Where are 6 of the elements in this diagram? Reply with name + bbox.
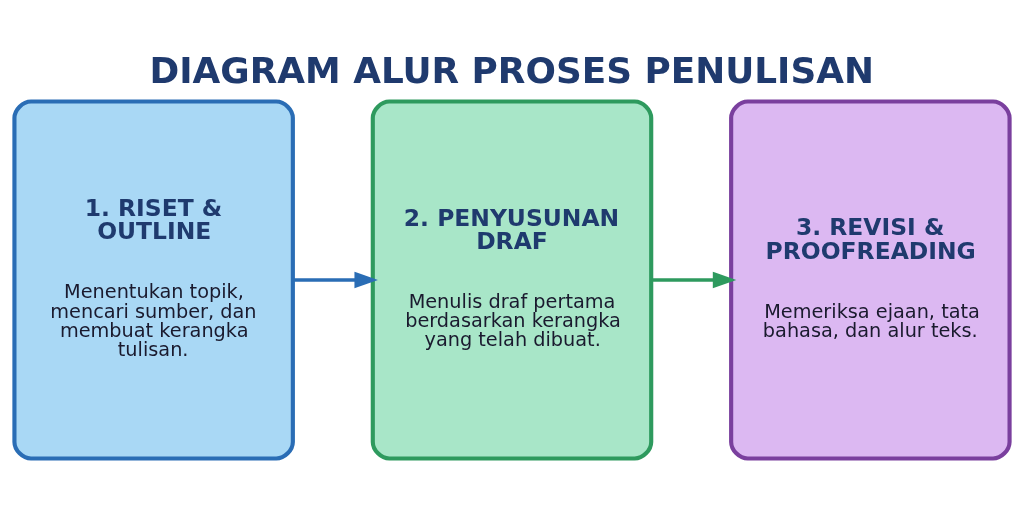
diagram-title: DIAGRAM ALUR PROSES PENULISAN <box>149 50 874 92</box>
node-box: 2. PENYUSUNAN DRAF Menulis draf pertama berdasarkan kerangka yang telah dibuat. <box>370 99 654 461</box>
arrow <box>651 271 737 289</box>
arrow <box>293 271 378 289</box>
node-box: 1. RISET & OUTLINE Menentukan topik, mencari sumber, dan membuat kerangka tulisan. <box>12 99 295 461</box>
node-box: 3. REVISI & PROOFREADING Memeriksa ejaan, tata bahasa, dan alur teks. <box>729 99 1012 461</box>
